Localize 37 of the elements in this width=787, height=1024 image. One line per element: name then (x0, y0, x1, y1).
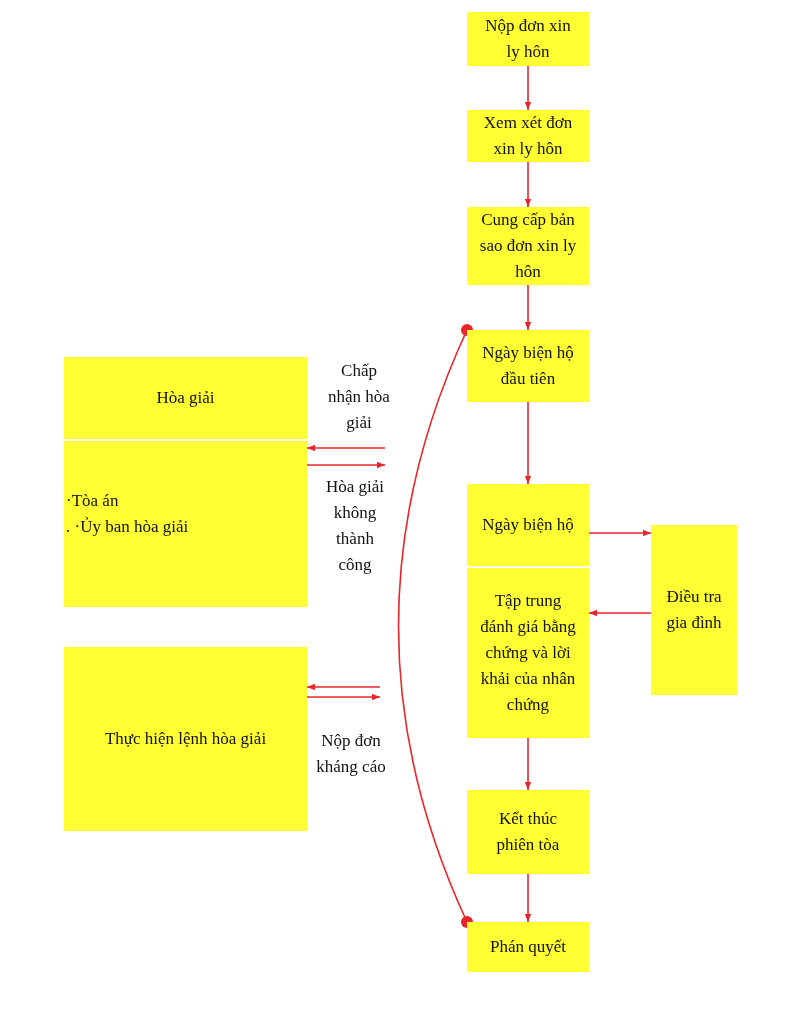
process-box (467, 484, 589, 566)
box-text: Tập trung đánh giá bằng chứng và lời khải của nhân chứng (479, 590, 577, 716)
process-box (64, 647, 307, 831)
process-box (467, 330, 589, 402)
list-item: . ·Ủy ban hòa giải (66, 516, 189, 538)
list-item: ·Tòa án (66, 490, 119, 512)
arrow (524, 284, 532, 331)
heading-text: Hòa giải (156, 387, 215, 409)
process-box (467, 110, 589, 162)
arrow (588, 529, 652, 537)
box-text: Thực hiện lệnh hòa giải (104, 728, 267, 750)
box-text: Ngày biện hộ (482, 514, 574, 536)
arrow (524, 873, 532, 923)
box-text: Cung cấp bản sao đơn xin ly hôn (479, 209, 577, 283)
process-box (467, 12, 589, 66)
box-text: Kết thúc phiên tòa (495, 808, 561, 856)
process-box (467, 790, 589, 874)
box-text: Ngày biện hộ đầu tiên (481, 342, 575, 390)
box-text: Nộp đơn xin ly hôn (484, 15, 572, 63)
box-text: Xem xét đơn xin ly hôn (482, 112, 574, 160)
process-box (467, 568, 589, 738)
process-box (467, 922, 589, 972)
arrow (524, 161, 532, 208)
box-text: Điều tra gia đình (665, 586, 723, 634)
arrow (524, 401, 532, 485)
box-text: Phán quyết (490, 936, 566, 958)
arrow (306, 461, 386, 469)
arrow (588, 609, 652, 617)
arrow (524, 65, 532, 111)
arrow (306, 683, 381, 691)
arrow (524, 737, 532, 791)
arrow (306, 444, 386, 452)
process-box (651, 525, 737, 695)
connector-line (397, 324, 473, 928)
process-box (467, 207, 589, 285)
arrow (306, 693, 381, 701)
process-box (64, 357, 307, 607)
